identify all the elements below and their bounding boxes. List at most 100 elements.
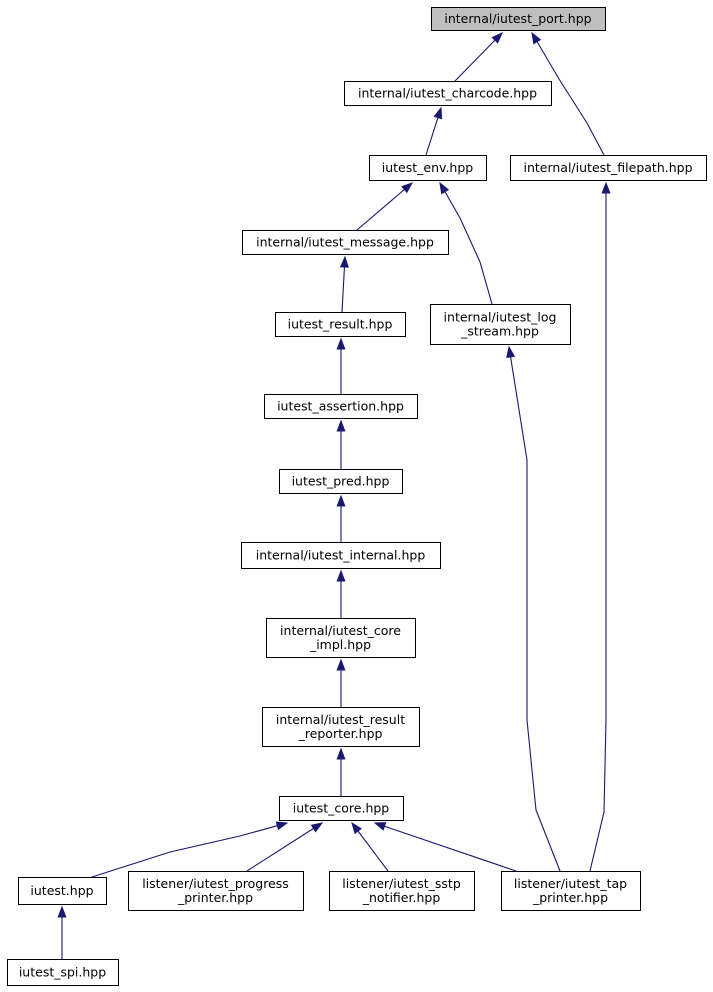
edge-line (444, 191, 493, 305)
node-env[interactable]: iutest_env.hpp (369, 155, 487, 181)
node-internal[interactable]: internal/iutest_internal.hpp (241, 542, 441, 569)
node-assertion[interactable]: iutest_assertion.hpp (264, 394, 418, 419)
node-label: listener/iutest_sstp (342, 876, 461, 891)
node-message[interactable]: internal/iutest_message.hpp (242, 230, 449, 255)
edge-line (384, 825, 517, 872)
node-label: listener/iutest_tap (514, 876, 627, 891)
edge-filepath-to-port (531, 31, 605, 156)
edge-line (510, 356, 561, 872)
edge-tap_printer-to-log_stream (506, 345, 561, 872)
node-box (275, 312, 406, 337)
node-label: iutest.hpp (30, 883, 93, 898)
edge-assertion-to-result (336, 337, 346, 394)
node-label: _impl.hpp (309, 637, 371, 652)
node-box (431, 7, 606, 31)
node-label: internal/iutest_result (276, 712, 405, 727)
edge-result_reporter-to-core_impl (336, 658, 346, 707)
arrow-head-icon (339, 255, 349, 268)
node-label: _printer.hpp (177, 890, 253, 905)
edge-line (536, 41, 605, 156)
edge-line (91, 825, 278, 878)
node-box (264, 394, 418, 419)
node-label: iutest_env.hpp (382, 160, 474, 175)
arrow-head-icon (601, 181, 611, 194)
node-box (344, 81, 552, 106)
node-label: iutest_assertion.hpp (277, 399, 404, 414)
arrow-head-icon (433, 106, 443, 120)
arrow-head-icon (57, 905, 67, 918)
node-core-impl[interactable]: internal/iutest_core_impl.hpp (266, 618, 416, 658)
node-label: internal/iutest_core (280, 623, 401, 638)
node-label: iutest_spi.hpp (19, 965, 106, 980)
edge-line (357, 830, 389, 872)
node-label: _stream.hpp (460, 324, 539, 339)
node-spi[interactable]: iutest_spi.hpp (7, 959, 119, 986)
edge-result-to-message (339, 255, 349, 313)
edge-pred-to-assertion (336, 419, 346, 469)
edge-env-to-charcode (425, 106, 443, 156)
arrow-head-icon (336, 419, 346, 432)
node-box (501, 871, 641, 911)
arrow-head-icon (506, 345, 516, 359)
node-box (241, 542, 441, 569)
node-iutest[interactable]: iutest.hpp (18, 877, 107, 905)
arrow-head-icon (401, 182, 414, 194)
node-label: _notifier.hpp (362, 890, 441, 905)
node-pred[interactable]: iutest_pred.hpp (279, 469, 403, 494)
arrow-head-icon (336, 747, 346, 760)
node-filepath[interactable]: internal/iutest_filepath.hpp (510, 155, 707, 181)
node-label: iutest_pred.hpp (292, 474, 390, 489)
edge-tap_printer-to-core (373, 822, 517, 872)
arrow-head-icon (275, 821, 289, 831)
edge-core_impl-to-internal (336, 569, 346, 618)
node-port[interactable]: internal/iutest_port.hpp (431, 7, 606, 31)
edge-sstp_notifier-to-core (351, 821, 389, 872)
node-box (279, 469, 403, 494)
arrow-head-icon (531, 31, 542, 45)
node-box (369, 155, 487, 181)
edge-core-to-result_reporter (336, 747, 346, 796)
arrow-head-icon (336, 494, 346, 507)
edge-line (425, 117, 439, 156)
node-charcode[interactable]: internal/iutest_charcode.hpp (344, 81, 552, 106)
arrow-head-icon (310, 822, 324, 833)
node-label: iutest_core.hpp (293, 801, 390, 816)
arrow-head-icon (491, 31, 503, 44)
node-box (266, 618, 416, 658)
edge-progress_printer-to-core (246, 822, 324, 872)
node-box (262, 707, 420, 747)
node-tap-printer[interactable]: listener/iutest_tap_printer.hpp (501, 871, 641, 911)
edge-log_stream-to-env (439, 181, 493, 305)
node-label: _printer.hpp (532, 890, 608, 905)
node-progress-printer[interactable]: listener/iutest_progress_printer.hpp (128, 871, 304, 911)
node-box (329, 871, 475, 911)
edge-tap_printer-to-filepath (589, 181, 611, 872)
node-box (430, 304, 571, 345)
edge-message-to-env (356, 182, 414, 231)
arrow-head-icon (336, 337, 346, 350)
arrow-head-icon (373, 822, 387, 831)
node-label: internal/iutest_internal.hpp (256, 548, 426, 563)
node-label: internal/iutest_log (444, 310, 557, 325)
node-result[interactable]: iutest_result.hpp (275, 312, 406, 337)
edge-line (246, 827, 314, 872)
node-box (279, 796, 404, 821)
edge-line (589, 193, 607, 872)
node-label: internal/iutest_filepath.hpp (523, 160, 692, 175)
node-log-stream[interactable]: internal/iutest_log_stream.hpp (430, 304, 571, 345)
arrow-head-icon (336, 658, 346, 671)
arrow-head-icon (439, 181, 450, 195)
arrow-head-icon (336, 569, 346, 582)
node-core[interactable]: iutest_core.hpp (279, 796, 404, 821)
nodes-layer: internal/iutest_port.hpp internal/iutest_… (7, 7, 707, 986)
edge-charcode-to-port (454, 31, 503, 82)
node-label: _reporter.hpp (298, 726, 383, 741)
node-box (242, 230, 449, 255)
node-label: internal/iutest_port.hpp (444, 11, 591, 26)
arrow-head-icon (351, 821, 362, 835)
node-sstp-notifier[interactable]: listener/iutest_sstp_notifier.hpp (329, 871, 475, 911)
node-result-reporter[interactable]: internal/iutest_result_reporter.hpp (262, 707, 420, 747)
node-box (7, 959, 119, 986)
edge-iutest-to-core (91, 821, 289, 878)
